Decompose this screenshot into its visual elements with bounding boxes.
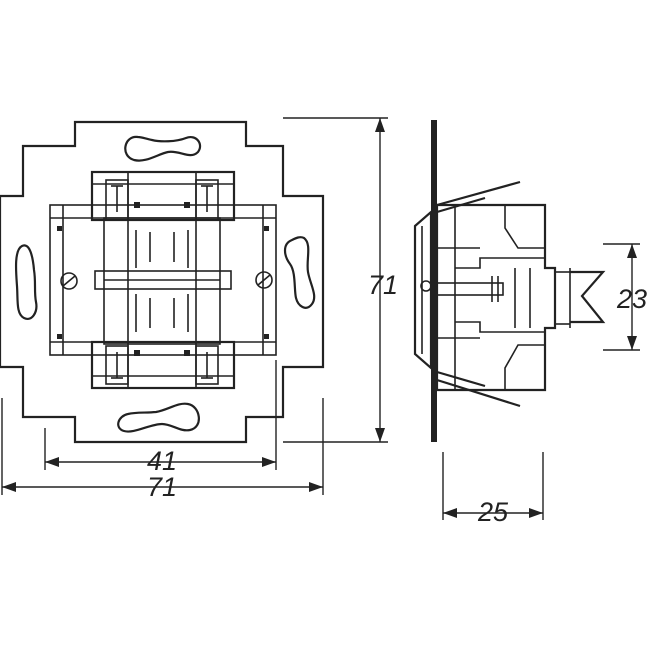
keyhole-slot-right: [283, 236, 316, 309]
dimension-height: [283, 117, 388, 443]
side-connector-pins: [555, 268, 606, 328]
dimension-depth: [442, 452, 544, 520]
dimension-label-inner-width: 41: [147, 446, 177, 476]
side-rocker: [413, 209, 433, 371]
side-view: 23 25: [413, 120, 647, 527]
keyhole-slot-left: [14, 244, 38, 320]
dimension-inner-width: [44, 360, 277, 470]
rocker-block: [103, 217, 221, 345]
dimension-outer-width: [1, 398, 324, 495]
side-body: [435, 203, 557, 392]
rocker-bar: [94, 270, 232, 290]
front-view: 41 71 71: [0, 117, 398, 502]
dimension-label-pin-span: 23: [616, 284, 647, 314]
terminal-block-top: [90, 170, 236, 222]
mechanism-body: [49, 204, 277, 356]
side-shaft: [436, 282, 504, 296]
screw-right: [255, 271, 273, 289]
dimension-pin-span: [603, 243, 640, 351]
keyhole-slot-bottom: [117, 402, 200, 433]
terminal-block-bottom: [90, 340, 236, 390]
keyhole-slot-top: [124, 135, 202, 162]
dimension-label-depth: 25: [477, 497, 509, 527]
screw-left: [60, 272, 78, 290]
mounting-plate-outline: [0, 120, 325, 444]
side-mounting-plate: [431, 120, 437, 442]
dimension-label-height: 71: [368, 270, 398, 300]
dimension-label-outer-width: 71: [147, 472, 177, 502]
